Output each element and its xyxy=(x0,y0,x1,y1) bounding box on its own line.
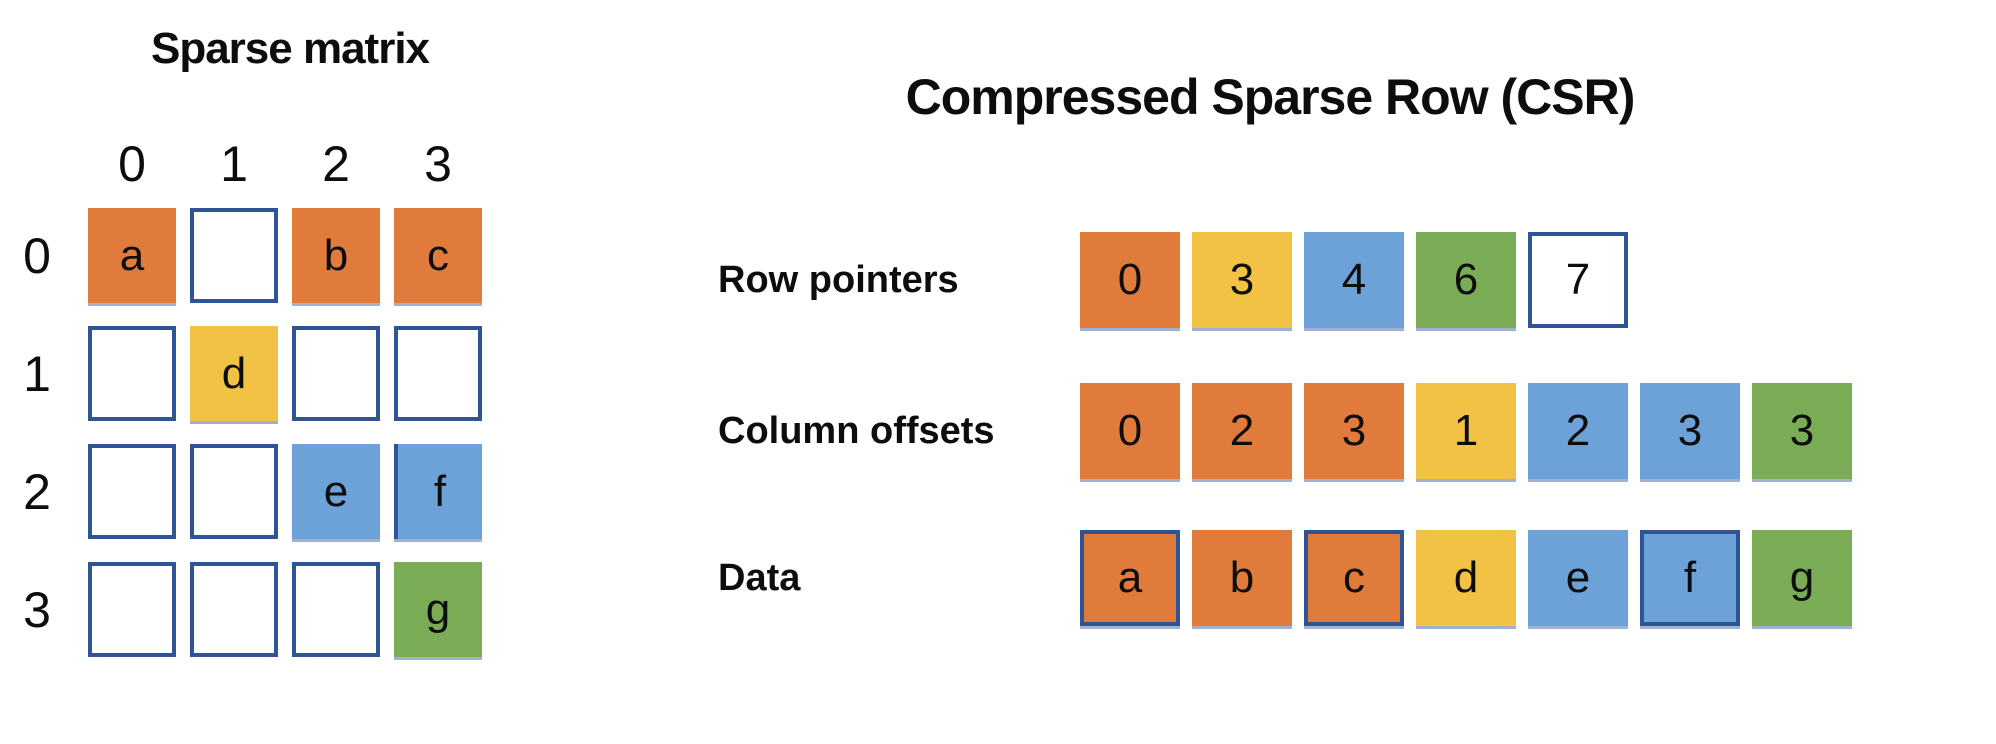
data-cell-2: c xyxy=(1304,530,1404,626)
sparse-matrix-title: Sparse matrix xyxy=(150,24,430,73)
matrix-empty-cell xyxy=(292,326,380,421)
csr-title: Compressed Sparse Row (CSR) xyxy=(905,69,1636,125)
column-offsets-cell-1: 2 xyxy=(1192,383,1292,479)
column-offsets-cell-2: 3 xyxy=(1304,383,1404,479)
column-offsets-label: Column offsets xyxy=(718,409,995,452)
matrix-empty-cell xyxy=(88,326,176,421)
matrix-col-label-2: 2 xyxy=(322,136,350,192)
matrix-empty-cell xyxy=(292,562,380,657)
matrix-empty-cell xyxy=(88,562,176,657)
row-pointers-cell-2: 4 xyxy=(1304,232,1404,328)
matrix-cell-c: c xyxy=(394,208,482,303)
matrix-empty-cell xyxy=(394,326,482,421)
matrix-col-label-0: 0 xyxy=(118,136,146,192)
row-pointers-label: Row pointers xyxy=(718,258,959,301)
column-offsets-cell-0: 0 xyxy=(1080,383,1180,479)
matrix-empty-cell xyxy=(190,562,278,657)
matrix-empty-cell xyxy=(190,444,278,539)
row-pointers-cell-1: 3 xyxy=(1192,232,1292,328)
data-cell-3: d xyxy=(1416,530,1516,626)
data-cell-1: b xyxy=(1192,530,1292,626)
matrix-row-label-3: 3 xyxy=(23,581,51,638)
column-offsets-cell-6: 3 xyxy=(1752,383,1852,479)
row-pointers-cell-3: 6 xyxy=(1416,232,1516,328)
matrix-cell-a: a xyxy=(88,208,176,303)
data-label: Data xyxy=(718,556,801,599)
matrix-row-label-0: 0 xyxy=(23,227,51,284)
matrix-row-label-1: 1 xyxy=(23,345,51,402)
data-cell-6: g xyxy=(1752,530,1852,626)
data-cell-5: f xyxy=(1640,530,1740,626)
column-offsets-cell-5: 3 xyxy=(1640,383,1740,479)
matrix-empty-cell xyxy=(88,444,176,539)
matrix-row-label-2: 2 xyxy=(23,463,51,520)
matrix-col-label-1: 1 xyxy=(220,136,248,192)
matrix-cell-b: b xyxy=(292,208,380,303)
matrix-empty-cell xyxy=(190,208,278,303)
column-offsets-cell-3: 1 xyxy=(1416,383,1516,479)
matrix-cell-d: d xyxy=(190,326,278,421)
row-pointers-cell-0: 0 xyxy=(1080,232,1180,328)
data-cell-0: a xyxy=(1080,530,1180,626)
row-pointers-cell-4: 7 xyxy=(1528,232,1628,328)
column-offsets-cell-4: 2 xyxy=(1528,383,1628,479)
matrix-col-label-3: 3 xyxy=(424,136,452,192)
matrix-cell-g: g xyxy=(394,562,482,657)
data-cell-4: e xyxy=(1528,530,1628,626)
matrix-cell-f: f xyxy=(394,444,482,539)
matrix-cell-e: e xyxy=(292,444,380,539)
matrix-column-labels: 0 1 2 3 xyxy=(88,134,482,194)
